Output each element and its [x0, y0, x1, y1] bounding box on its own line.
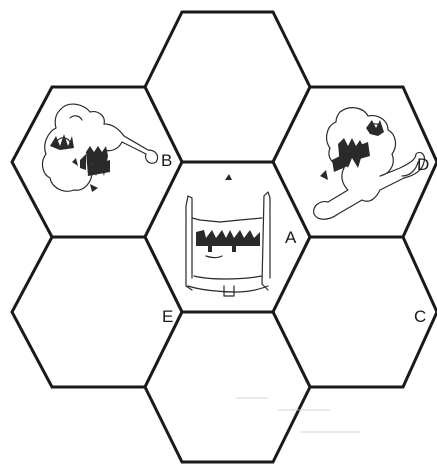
edge-label-c: C: [414, 307, 426, 326]
edge-label-e: E: [162, 307, 173, 326]
edge-label-d: D: [417, 155, 429, 174]
hex-bottom[interactable]: [145, 312, 310, 462]
edge-label-a: A: [285, 228, 297, 247]
edge-label-b: B: [161, 151, 172, 170]
